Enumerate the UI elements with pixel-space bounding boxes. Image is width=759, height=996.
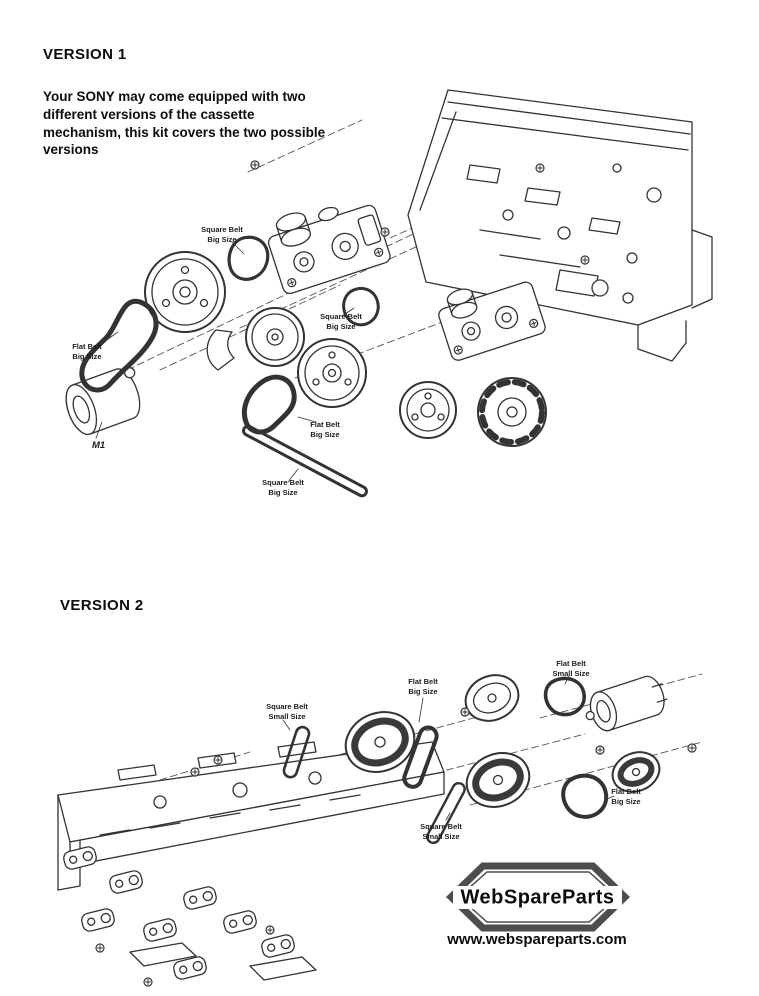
flywheel-mid-2	[297, 338, 367, 408]
flat-belt-big-1	[402, 725, 439, 789]
flywheel-mid-1	[245, 307, 305, 367]
motor-label: M1	[92, 440, 106, 451]
motor-m1	[65, 367, 141, 436]
logo-text: WebSpareParts	[461, 887, 615, 909]
latch-cluster	[63, 846, 317, 987]
chassis-plate	[57, 730, 445, 891]
website-url: www.webspareparts.com	[447, 931, 627, 948]
version2-diagram	[57, 673, 703, 987]
small-parts-right	[555, 255, 634, 304]
square-belt-big-top	[227, 235, 270, 281]
version1-description: Your SONY may come equipped with two dif…	[43, 89, 326, 158]
version2-title: VERSION 2	[60, 597, 144, 614]
square-belt-big-long	[242, 424, 368, 498]
chassis-panel	[407, 89, 713, 362]
head-assembly-a	[267, 204, 391, 295]
version1-diagram	[65, 89, 713, 498]
version1-title: VERSION 1	[43, 46, 127, 63]
flat-belt-big-2	[561, 773, 609, 819]
flywheel-a	[344, 711, 416, 773]
motor	[585, 675, 668, 732]
pulley-e	[611, 751, 661, 793]
leader-lines	[282, 675, 615, 821]
flat-belt-big-left	[79, 298, 159, 393]
gear-wheel	[477, 377, 547, 447]
flywheel-c	[465, 752, 531, 808]
flat-belt-big-mid	[241, 374, 297, 435]
clamp-bracket	[206, 329, 235, 371]
square-belt-big-mid	[342, 287, 380, 327]
square-belt-small-1	[282, 725, 311, 779]
square-belt-small-2	[426, 781, 466, 845]
webspareparts-logo: WebSpareParts	[445, 862, 630, 932]
head-assembly-b	[438, 281, 546, 361]
flat-belt-small	[543, 676, 586, 717]
pulley-right	[399, 381, 457, 439]
flywheel-left	[144, 251, 226, 333]
leader-lines	[95, 241, 355, 483]
